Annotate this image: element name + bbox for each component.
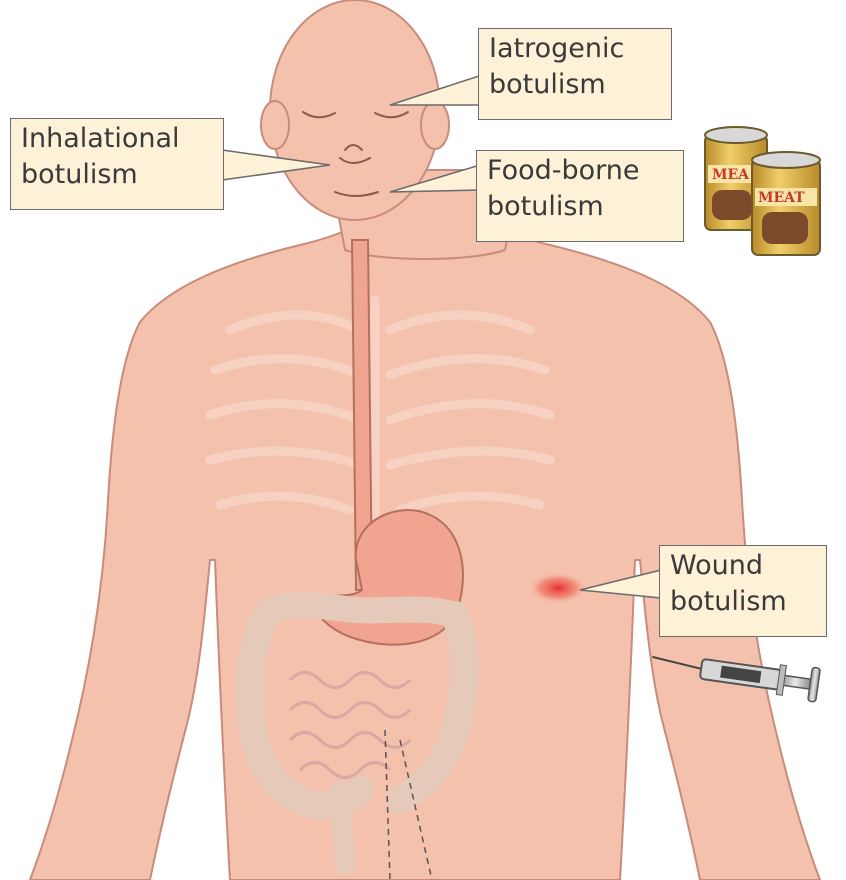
label-inhalational-line1: Inhalational: [21, 121, 209, 157]
label-inhalational-botulism: Inhalational botulism: [10, 118, 224, 210]
label-wound-line1: Wound: [670, 548, 812, 584]
label-foodborne-line1: Food-borne: [487, 153, 669, 189]
label-iatrogenic-line2: botulism: [489, 67, 657, 103]
label-iatrogenic-line1: Iatrogenic: [489, 31, 657, 67]
label-foodborne-botulism: Food-borne botulism: [476, 150, 684, 242]
meat-cans-icon: MEA MEAT: [705, 127, 820, 255]
label-foodborne-line2: botulism: [487, 189, 669, 225]
label-wound-botulism: Wound botulism: [659, 545, 827, 637]
label-iatrogenic-botulism: Iatrogenic botulism: [478, 28, 672, 120]
svg-text:MEAT: MEAT: [758, 190, 805, 206]
label-wound-line2: botulism: [670, 584, 812, 620]
wound-mark: [528, 572, 588, 604]
label-inhalational-line2: botulism: [21, 157, 209, 193]
svg-text:MEA: MEA: [712, 167, 750, 183]
